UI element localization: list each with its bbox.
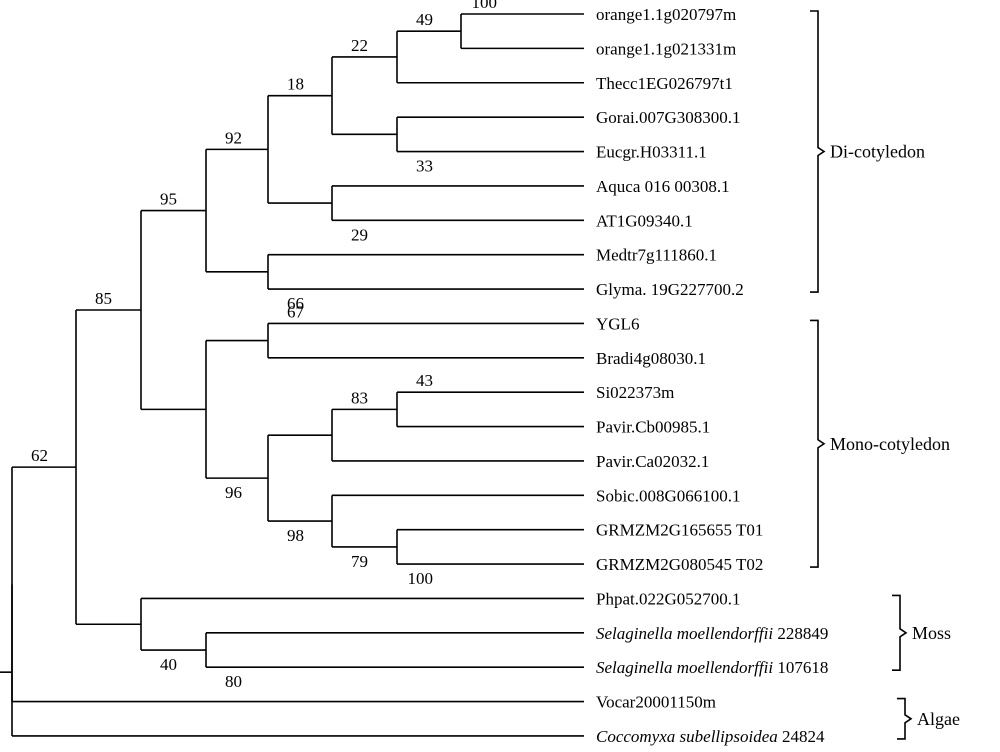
bootstrap-values: 62 85 95 92 18 22 49 100 33 29 66 96 67 98 83 43 79 100 40… xyxy=(31,0,497,691)
taxon-label: orange1.1g020797m xyxy=(596,5,736,24)
taxon-label: Aquca 016 00308.1 xyxy=(596,177,730,196)
bootstrap-label: 43 xyxy=(416,371,433,390)
bootstrap-label: 67 xyxy=(287,302,305,321)
bootstrap-label: 98 xyxy=(287,526,304,545)
bootstrap-label: 100 xyxy=(472,0,498,12)
taxon-label: orange1.1g021331m xyxy=(596,39,736,58)
group-label: Moss xyxy=(912,623,951,643)
bootstrap-label: 100 xyxy=(408,569,434,588)
bootstrap-label: 22 xyxy=(351,36,368,55)
taxon-label: Selaginella moellendorffii 228849 xyxy=(596,624,828,643)
tree-branches xyxy=(0,13,584,737)
group-label: Di-cotyledon xyxy=(830,142,925,162)
group-bracket xyxy=(897,697,913,740)
bootstrap-label: 80 xyxy=(225,672,242,691)
group-bracket xyxy=(810,319,826,568)
taxon-label: Pavir.Ca02032.1 xyxy=(596,452,709,471)
bootstrap-label: 92 xyxy=(225,128,242,147)
taxon-label: Medtr7g111860.1 xyxy=(596,246,717,265)
bootstrap-label: 83 xyxy=(351,388,368,407)
taxon-label: Pavir.Cb00985.1 xyxy=(596,418,710,437)
bootstrap-label: 96 xyxy=(225,483,242,502)
taxon-label: Eucgr.H03311.1 xyxy=(596,143,707,162)
taxon-label: GRMZM2G080545 T02 xyxy=(596,555,763,574)
taxon-label: Gorai.007G308300.1 xyxy=(596,108,740,127)
bootstrap-label: 85 xyxy=(95,289,112,308)
group-bracket xyxy=(810,10,826,293)
group-label: Algae xyxy=(917,709,960,729)
bootstrap-label: 40 xyxy=(160,655,177,674)
taxon-label: Glyma. 19G227700.2 xyxy=(596,280,744,299)
group-bracket xyxy=(892,594,908,672)
taxon-label: GRMZM2G165655 T01 xyxy=(596,521,763,540)
bootstrap-label: 95 xyxy=(160,190,177,209)
taxon-label: Vocar20001150m xyxy=(596,693,716,712)
taxon-label: Si022373m xyxy=(596,383,674,402)
bootstrap-label: 66 xyxy=(287,294,304,313)
bootstrap-label: 29 xyxy=(351,225,368,244)
bootstrap-label: 18 xyxy=(287,75,304,94)
group-label: Mono-cotyledon xyxy=(830,434,950,454)
bootstrap-label: 33 xyxy=(416,157,433,176)
taxon-label: Phpat.022G052700.1 xyxy=(596,589,741,608)
taxon-label: Thecc1EG026797t1 xyxy=(596,74,733,93)
taxon-label: Coccomyxa subellipsoidea 24824 xyxy=(596,727,825,746)
taxon-labels: orange1.1g020797m orange1.1g021331mThecc1… xyxy=(596,5,828,746)
bootstrap-label: 49 xyxy=(416,10,433,29)
bootstrap-label: 79 xyxy=(351,552,368,571)
taxon-label: YGL6 xyxy=(596,314,639,333)
taxon-label: Sobic.008G066100.1 xyxy=(596,486,741,505)
taxon-label: Selaginella moellendorffii 107618 xyxy=(596,658,828,677)
taxon-label: AT1G09340.1 xyxy=(596,211,693,230)
taxon-label: Bradi4g08030.1 xyxy=(596,349,706,368)
bootstrap-label: 62 xyxy=(31,446,48,465)
